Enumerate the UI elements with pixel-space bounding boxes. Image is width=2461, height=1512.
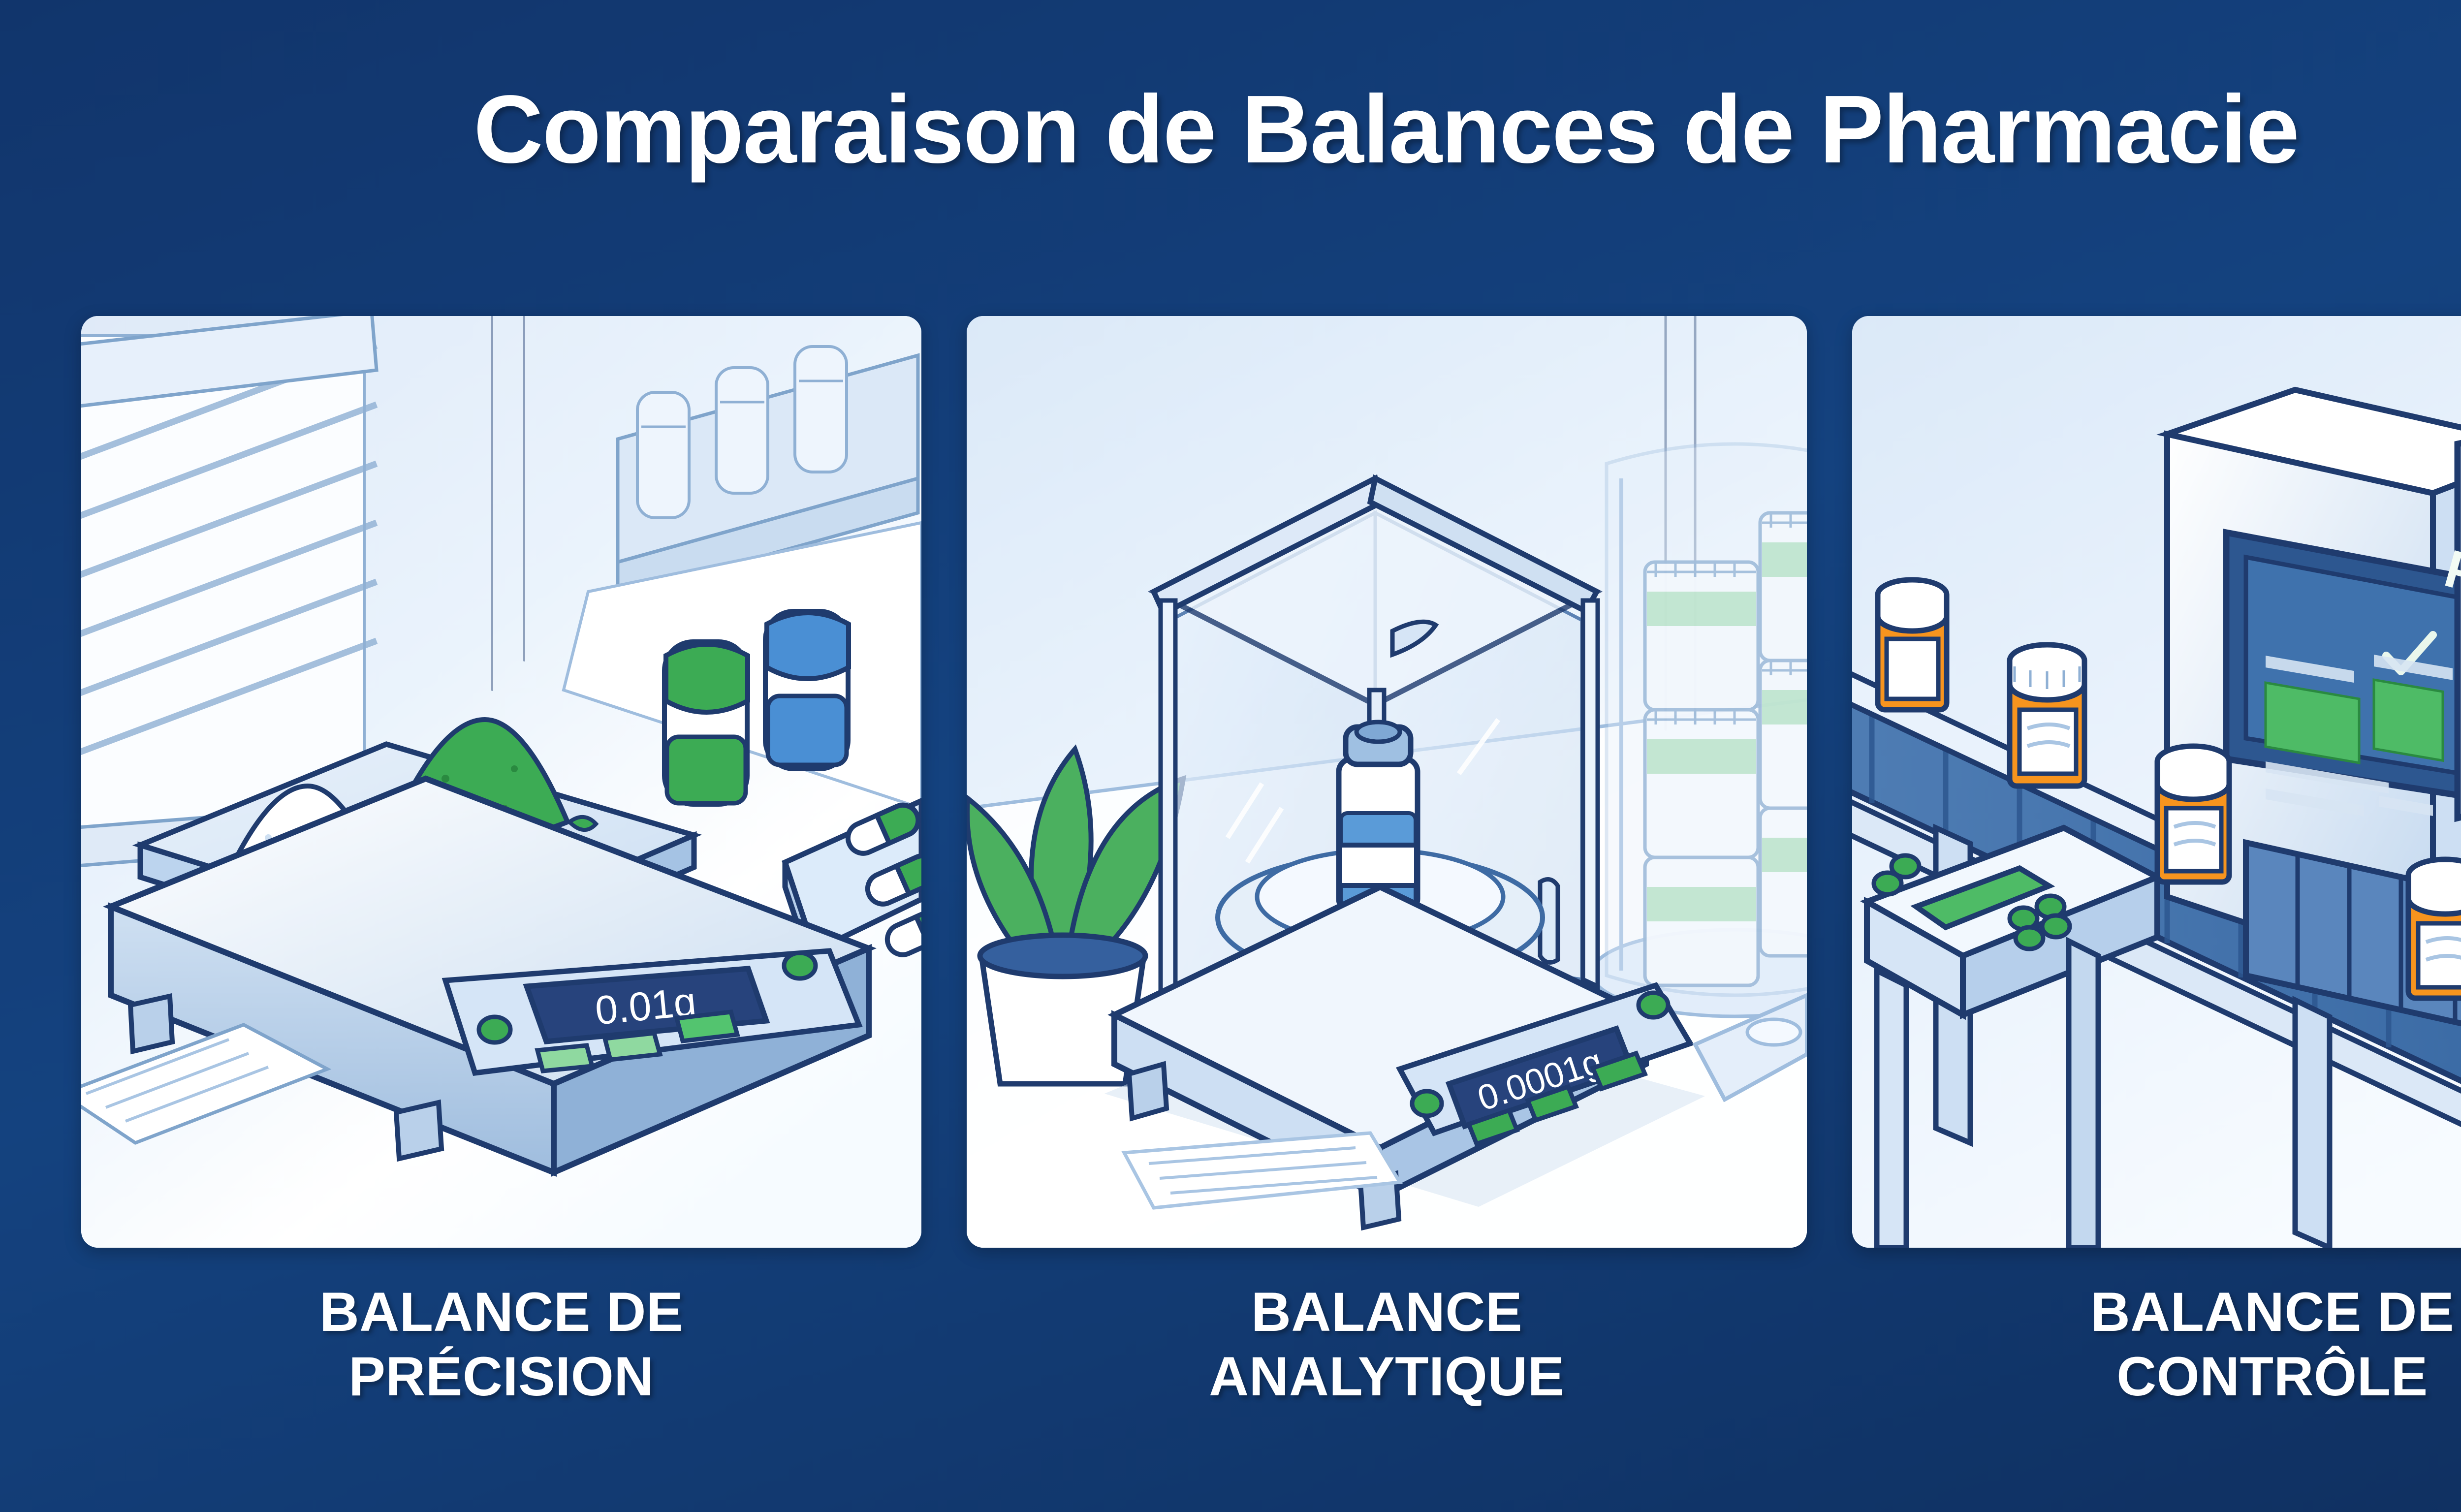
machine-screen [2223, 529, 2461, 817]
bottle-cap-ridges [1647, 513, 1807, 724]
panel-precision-balance[interactable]: 0.01g [81, 316, 921, 1248]
precision-balance-illustration: 0.01g [81, 316, 921, 1248]
caption-line-1: BALANCE DE [2090, 1281, 2455, 1343]
sample-vial [1336, 720, 1420, 914]
wall-lines [491, 316, 525, 691]
terminal-leg [2066, 937, 2101, 1248]
pill-bottle[interactable] [1875, 577, 1950, 713]
paper-stack [81, 1023, 332, 1145]
paper-stack [1121, 1131, 1403, 1210]
caption-line-1: BALANCE DE [319, 1281, 684, 1343]
balance-foot [393, 1099, 444, 1162]
bottle-rack [1590, 442, 1807, 1018]
bottle-label [1884, 636, 1941, 701]
panel-analytical-balance[interactable]: 0.0001g [967, 316, 1807, 1248]
pill-bottle[interactable] [2405, 856, 2461, 1001]
balance-foot [127, 993, 175, 1055]
indicator-light[interactable] [1871, 870, 1904, 897]
pill-bottle[interactable] [2007, 642, 2087, 789]
caption-row: BALANCE DE PRÉCISION BALANCE ANALYTIQUE … [81, 1280, 2461, 1486]
balance-foot [1126, 1061, 1169, 1122]
shield-handle [1390, 619, 1439, 658]
caption-line-2: CONTRÔLE [2116, 1346, 2428, 1408]
vial-label [1337, 843, 1419, 888]
screen-tile [2264, 681, 2361, 764]
stacked-bottles [1643, 511, 1807, 987]
keypad-button[interactable] [535, 1009, 740, 1073]
wall-shelf-with-bottles [616, 345, 920, 599]
pill-bottle[interactable] [2154, 743, 2232, 885]
caption-analytical-balance: BALANCE ANALYTIQUE [967, 1280, 1807, 1486]
caption-precision-balance: BALANCE DE PRÉCISION [81, 1280, 921, 1486]
analytical-balance-device: 0.0001g [1104, 474, 1705, 1231]
indicator-light[interactable] [782, 950, 818, 981]
window-with-blinds [81, 316, 379, 867]
bottle-green-band [1647, 542, 1807, 921]
counter-bottle-green [662, 639, 750, 807]
indicator-light[interactable] [1889, 853, 1922, 880]
monitor-bezel [2454, 440, 2461, 822]
control-terminal [1860, 824, 2165, 1248]
panel-row: 0.01g [81, 316, 2461, 1248]
keypad-button[interactable] [1466, 1050, 1648, 1147]
indicator-light[interactable] [1410, 1089, 1444, 1118]
analytical-balance-illustration: 0.0001g [967, 316, 1807, 1248]
terminal-lcd [1910, 865, 2055, 931]
counter-bottle-blue [763, 609, 851, 771]
indicator-light[interactable] [1636, 990, 1671, 1020]
caption-line-2: ANALYTIQUE [1209, 1346, 1565, 1408]
conveyor-leg [2292, 996, 2333, 1248]
page-title: Comparaison de Balances de Pharmacie [473, 75, 2300, 183]
caption-line-1: BALANCE [1251, 1281, 1523, 1343]
terminal-leg [1874, 966, 1909, 1248]
shield-handle [1538, 877, 1560, 965]
screen-tile [2372, 678, 2444, 762]
panel-checkweigher[interactable]: PASS/FAIL [1852, 316, 2461, 1248]
indicator-light[interactable] [476, 1014, 513, 1045]
capsule [845, 802, 921, 957]
shelf-bottle [636, 345, 848, 519]
caption-checkweigher: BALANCE DE CONTRÔLE [1852, 1280, 2461, 1486]
blind-slats [81, 342, 378, 755]
screen-text-bar [2266, 655, 2453, 817]
precision-balance-device: 0.01g [102, 717, 877, 1177]
terminal-button[interactable] [2007, 893, 2072, 951]
checkweigher-illustration: PASS/FAIL [1852, 316, 2461, 1248]
rack-glass [1605, 442, 1807, 997]
machine-top [2156, 386, 2461, 497]
caption-line-2: PRÉCISION [348, 1346, 654, 1408]
side-tray [1692, 993, 1807, 1102]
